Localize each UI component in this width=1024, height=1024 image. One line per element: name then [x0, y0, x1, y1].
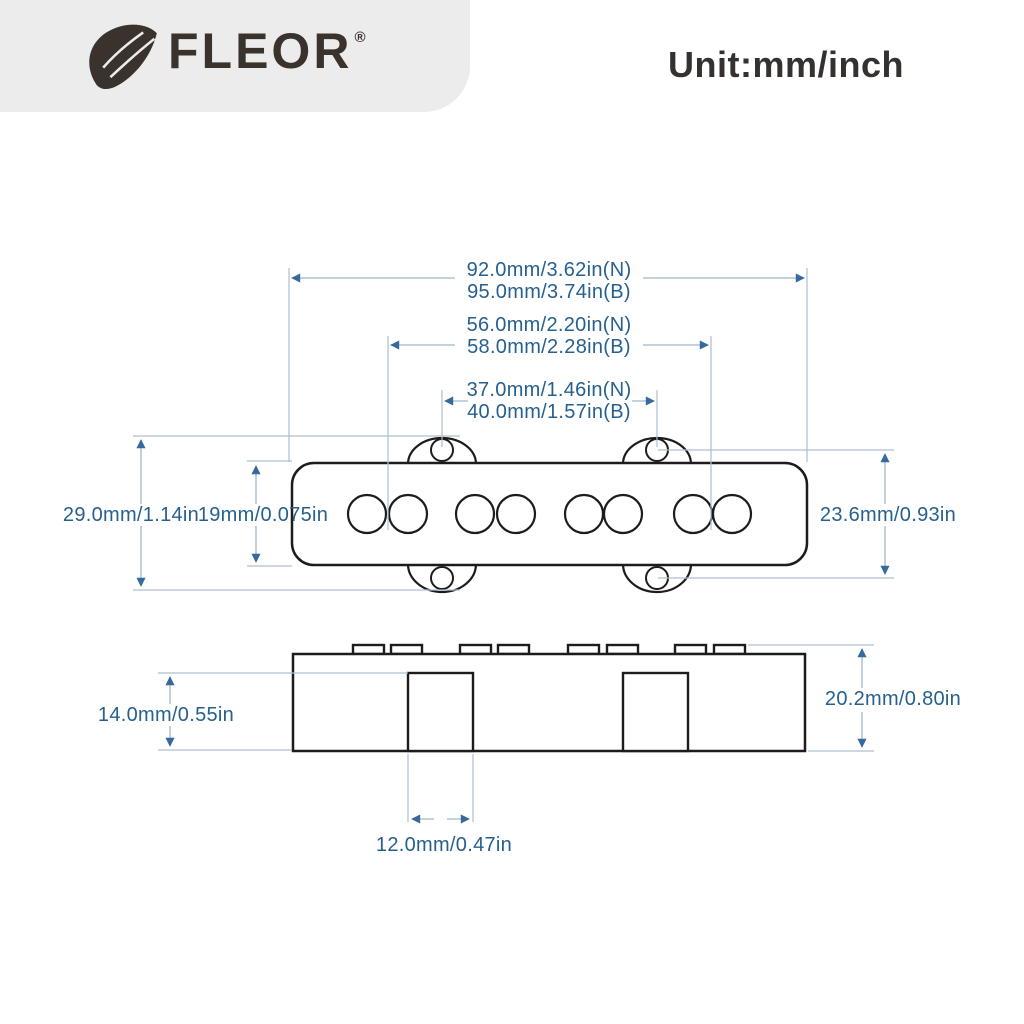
pole-top	[351, 643, 386, 656]
pole-piece	[711, 493, 753, 535]
unit-label: Unit:mm/inch	[668, 44, 904, 85]
pole-top	[566, 643, 601, 656]
dim-screw-spacing-label-neck: 37.0mm/1.46in(N)	[467, 379, 632, 401]
dim-body-width-19mm: 19mm/0.075in	[198, 460, 328, 567]
dim-leg-width-12mm: 12.0mm/0.47in	[376, 754, 512, 856]
pole-top	[605, 643, 640, 656]
leaf-icon	[84, 18, 164, 94]
brand-logo: FLEOR®	[168, 22, 366, 80]
dim-screw-spacing-37mm: 37.0mm/1.46in(N) 40.0mm/1.57in(B)	[441, 379, 658, 447]
screw-hole	[430, 566, 454, 590]
dim-overall-height-20-2mm: 20.2mm/0.80in	[748, 644, 961, 752]
pickup-body-top-view	[290, 461, 809, 567]
registered-mark: ®	[354, 29, 366, 47]
dim-screw-hole-span-23-6mm: 23.6mm/0.93in	[658, 449, 956, 579]
dim-overall-height-label: 20.2mm/0.80in	[825, 688, 961, 710]
dim-body-width-label: 19mm/0.075in	[198, 504, 328, 526]
pole-piece	[495, 493, 537, 535]
pole-piece	[602, 493, 644, 535]
dim-leg-height-label: 14.0mm/0.55in	[98, 704, 234, 726]
brand-text: FLEOR	[168, 23, 353, 79]
logo-panel: FLEOR®	[0, 0, 470, 112]
dim-screw-spacing-label-bridge: 40.0mm/1.57in(B)	[467, 401, 631, 423]
dim-pole-spacing-label-bridge: 58.0mm/2.28in(B)	[467, 336, 631, 358]
dim-leg-height-14mm: 14.0mm/0.55in	[98, 672, 408, 751]
pole-top	[712, 643, 747, 656]
pole-piece	[346, 493, 388, 535]
pole-piece	[672, 493, 714, 535]
pole-top	[496, 643, 531, 656]
dim-overall-width-29mm: 29.0mm/1.14in	[63, 435, 460, 591]
pole-piece	[563, 493, 605, 535]
dim-length-92mm: 92.0mm/3.62in(N) 95.0mm/3.74in(B)	[288, 259, 808, 462]
mounting-leg-right	[621, 671, 690, 753]
dim-length-label-neck: 92.0mm/3.62in(N)	[467, 259, 632, 281]
pole-piece	[454, 493, 496, 535]
dim-overall-width-label: 29.0mm/1.14in	[63, 504, 199, 526]
pole-top	[673, 643, 708, 656]
pole-top	[389, 643, 424, 656]
dim-pole-spacing-56mm: 56.0mm/2.20in(N) 58.0mm/2.28in(B)	[387, 314, 712, 530]
dim-length-label-bridge: 95.0mm/3.74in(B)	[467, 281, 631, 303]
pickup-body-side-view	[291, 652, 807, 753]
dim-screw-hole-span-label: 23.6mm/0.93in	[820, 504, 956, 526]
mounting-leg-left	[406, 671, 475, 753]
top-view-drawing	[290, 436, 809, 594]
pole-top	[458, 643, 493, 656]
dim-pole-spacing-label-neck: 56.0mm/2.20in(N)	[467, 314, 632, 336]
pole-piece	[387, 493, 429, 535]
side-view-drawing	[291, 643, 807, 753]
dim-leg-width-label: 12.0mm/0.47in	[376, 834, 512, 856]
